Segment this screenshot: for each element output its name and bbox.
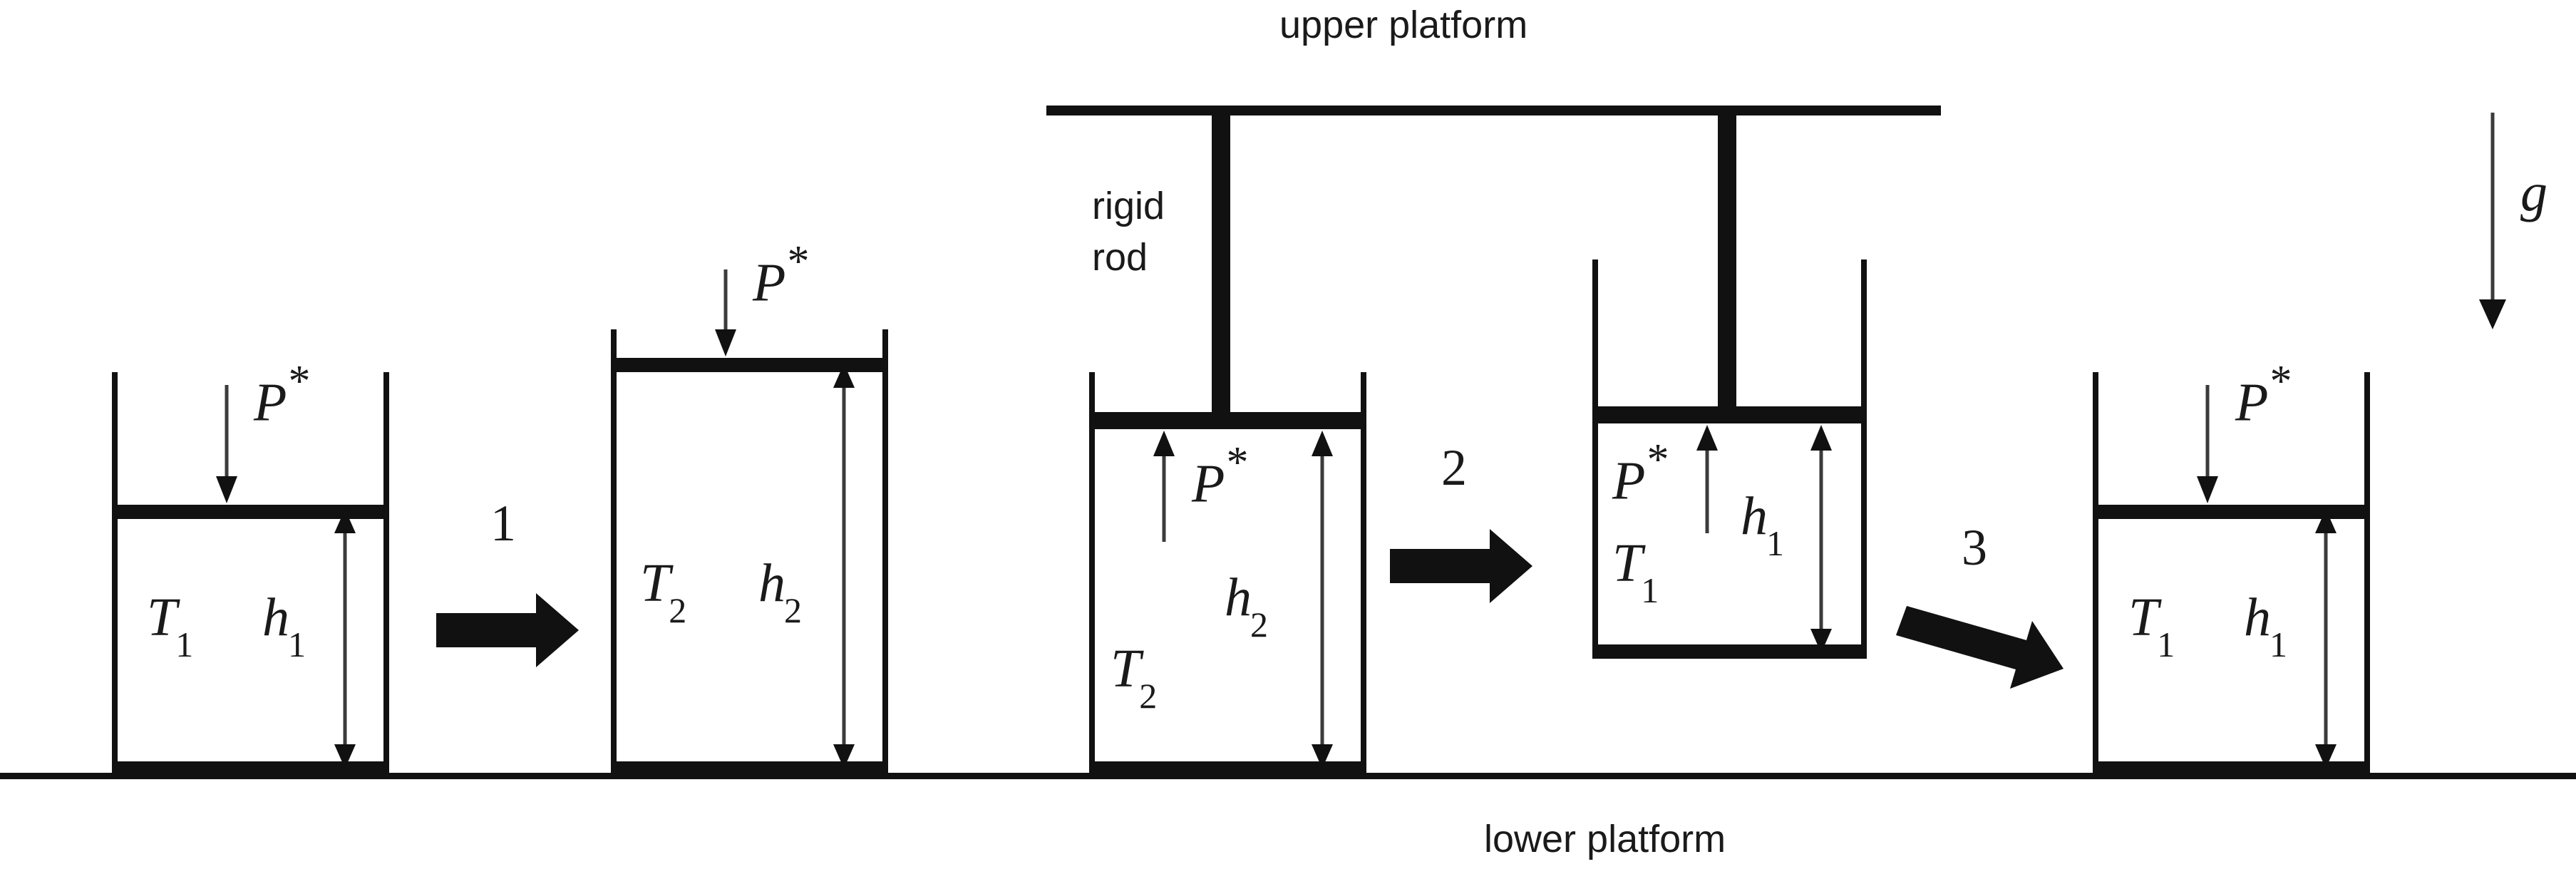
state-1-temperature-symbol: T — [147, 587, 177, 647]
lower-platform-line — [0, 773, 2576, 779]
state-3-pressure-label: P* — [1192, 441, 1248, 514]
rigid-rod-label-line1: rigid — [1092, 185, 1165, 227]
gravity-arrow — [2479, 113, 2506, 329]
state-3-temperature-subscript: 2 — [1139, 676, 1158, 716]
state-3-pressure-symbol: P — [1192, 453, 1225, 514]
state-2-pressure-arrow — [715, 269, 736, 356]
state-2-temperature-symbol: T — [640, 553, 671, 613]
process-arrow-3-label: 3 — [1962, 519, 1987, 576]
state-4-pressure-label: P* — [1612, 438, 1669, 511]
state-2-height-label: h2 — [758, 553, 803, 628]
state-4-height-symbol: h — [1741, 486, 1768, 546]
state-4-temperature-subscript: 1 — [1641, 570, 1659, 611]
upper-platform-line — [1046, 106, 1941, 115]
state-3-cylinder — [1089, 372, 1366, 776]
state-1-pressure-arrow — [216, 385, 237, 503]
state-1-pressure-label: P* — [254, 359, 310, 433]
state-2-temperature-subscript: 2 — [669, 590, 687, 631]
state-4-pressure-arrow — [1696, 425, 1718, 533]
state-1-height-arrow — [334, 509, 356, 769]
state-1-temperature-subscript: 1 — [175, 625, 194, 665]
state-5-height-label: h1 — [2244, 587, 2289, 662]
process-arrow-2 — [1390, 529, 1532, 603]
state-5-cylinder — [2093, 372, 2370, 776]
rigid-rod-right — [1718, 111, 1736, 418]
rigid-rod-label-line2: rod — [1092, 236, 1148, 279]
state-5-height-symbol: h — [2244, 587, 2271, 647]
state-4-pressure-symbol: P — [1612, 451, 1646, 511]
state-4-pressure-superscript: * — [1647, 436, 1669, 484]
state-4-temperature-symbol: T — [1612, 533, 1643, 593]
state-1-height-symbol: h — [262, 587, 289, 647]
state-2-height-subscript: 2 — [784, 590, 802, 631]
process-arrow-2-label: 2 — [1441, 439, 1467, 496]
state-5-pressure-symbol: P — [2235, 372, 2269, 433]
state-3-temperature-label: T2 — [1111, 639, 1158, 714]
state-1-pressure-symbol: P — [254, 372, 287, 433]
state-4-cylinder — [1592, 259, 1867, 659]
state-3-temperature-symbol: T — [1111, 639, 1141, 699]
state-5-temperature-symbol: T — [2128, 587, 2159, 647]
state-2-pressure-label: P* — [753, 240, 809, 313]
state-2-temperature-label: T2 — [640, 553, 688, 628]
state-1-pressure-superscript: * — [288, 357, 311, 406]
state-2-height-symbol: h — [758, 553, 785, 613]
process-arrow-1 — [436, 593, 579, 667]
process-arrow-1-label: 1 — [490, 495, 516, 552]
state-2-height-arrow — [833, 364, 855, 769]
state-3-height-symbol: h — [1225, 567, 1252, 627]
state-1-temperature-label: T1 — [147, 587, 195, 662]
state-3-pressure-superscript: * — [1226, 438, 1249, 487]
state-5-height-subscript: 1 — [2270, 625, 2287, 665]
state-4-height-arrow — [1810, 425, 1832, 653]
state-2-pressure-superscript: * — [787, 237, 810, 286]
state-5-pressure-superscript: * — [2270, 357, 2292, 406]
state-1-height-label: h1 — [262, 587, 307, 662]
state-3-pressure-arrow — [1153, 431, 1175, 542]
state-5-pressure-arrow — [2197, 385, 2218, 503]
state-5-pressure-label: P* — [2235, 359, 2292, 433]
lower-platform-label: lower platform — [1484, 818, 1726, 860]
state-5-temperature-subscript: 1 — [2157, 625, 2175, 665]
state-3-height-label: h2 — [1225, 567, 1269, 642]
state-1-cylinder — [112, 372, 389, 776]
process-arrow-3 — [1896, 606, 2064, 689]
state-2-pressure-symbol: P — [753, 252, 786, 313]
state-4-height-subscript: 1 — [1766, 523, 1784, 564]
state-5-temperature-label: T1 — [2128, 587, 2176, 662]
state-4-height-label: h1 — [1741, 486, 1786, 561]
state-2-cylinder — [611, 329, 888, 776]
state-4-temperature-label: T1 — [1612, 533, 1660, 608]
upper-platform-label: upper platform — [1279, 4, 1528, 46]
state-5-height-arrow — [2315, 509, 2337, 769]
rigid-rod-left — [1212, 111, 1230, 418]
state-3-height-arrow — [1312, 431, 1333, 769]
state-3-height-subscript: 2 — [1250, 605, 1268, 645]
gravity-label: g — [2520, 163, 2547, 222]
state-1-height-subscript: 1 — [288, 625, 306, 665]
